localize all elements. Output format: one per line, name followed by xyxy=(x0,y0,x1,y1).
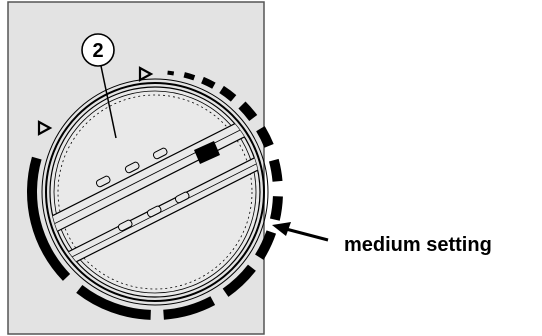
scale-segment xyxy=(167,70,175,76)
scale-segment xyxy=(76,284,151,320)
max-marker-icon xyxy=(138,66,154,82)
setting-scale xyxy=(26,70,283,320)
callout-label: medium setting xyxy=(344,234,492,256)
scale-segment xyxy=(219,85,237,102)
step-leader-line xyxy=(100,65,117,139)
step-number-circle xyxy=(81,33,115,67)
scale-segment xyxy=(163,296,216,320)
scale-segment xyxy=(183,72,196,81)
scale-segment xyxy=(222,264,256,297)
scale-segment xyxy=(26,156,71,281)
scale-segment xyxy=(255,230,277,260)
step-number: 2 xyxy=(92,40,103,62)
scale-segment xyxy=(238,101,258,121)
knob-grip xyxy=(50,109,260,275)
min-marker-icon xyxy=(37,120,53,136)
scale-segment xyxy=(269,196,283,221)
scale-segment xyxy=(268,158,283,182)
dial-knob[interactable] xyxy=(40,78,274,306)
knob-pointer xyxy=(194,141,220,164)
scale-segment xyxy=(201,76,216,89)
scale-segment xyxy=(256,126,274,148)
callout-arrow-icon xyxy=(272,222,329,242)
